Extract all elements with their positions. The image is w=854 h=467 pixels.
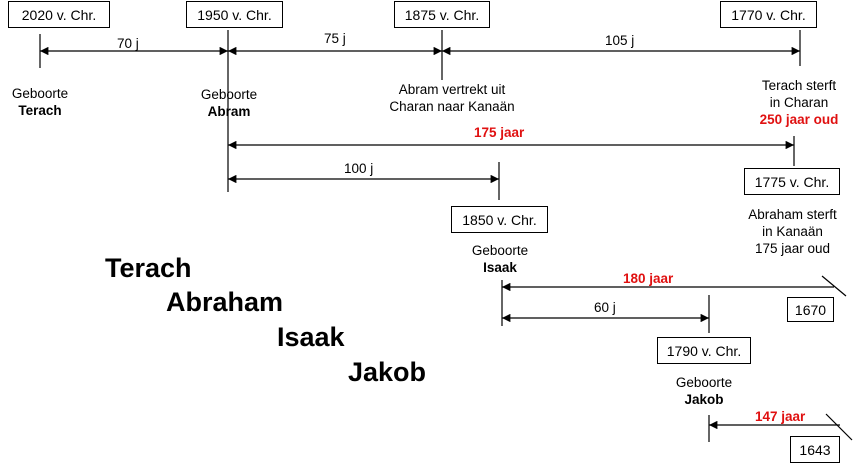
date-box-jakob-birth: 1790 v. Chr.: [657, 337, 751, 364]
name-jakob: Jakob: [348, 357, 427, 387]
event-isaak-birth: Geboorte Isaak: [471, 243, 529, 275]
duration-abraham-life: 175 jaar: [474, 125, 525, 140]
date-box-isaak-birth: 1850 v. Chr.: [451, 206, 548, 233]
date-box-abraham-death: 1775 v. Chr.: [744, 168, 840, 195]
end-mark-jakob: [825, 413, 853, 441]
date-box-terach-death: 1770 v. Chr.: [720, 1, 817, 28]
event-abraham-death: Abraham sterft in Kanaän 175 jaar oud: [748, 207, 837, 256]
duration-105: 105 j: [605, 33, 635, 48]
duration-jakob-life: 147 jaar: [755, 409, 806, 424]
event-terach-birth: Geboorte Terach: [11, 86, 69, 118]
event-abram-leaves: Abram vertrekt uit Charan naar Kanaän: [389, 82, 515, 114]
duration-75: 75 j: [324, 31, 346, 46]
event-terach-death: Terach sterft in Charan 250 jaar oud: [759, 78, 839, 127]
date-box-jakob-death: 1643: [790, 436, 840, 463]
date-box-isaak-death: 1670: [787, 297, 834, 322]
duration-100: 100 j: [344, 161, 374, 176]
duration-60: 60 j: [594, 300, 616, 315]
name-abraham: Abraham: [166, 287, 284, 317]
name-isaak: Isaak: [277, 322, 345, 352]
event-abram-birth: Geboorte Abram: [200, 87, 258, 119]
duration-70: 70 j: [117, 36, 139, 51]
date-box-abram-leaves: 1875 v. Chr.: [394, 1, 490, 28]
duration-isaak-life: 180 jaar: [623, 271, 674, 286]
name-terach: Terach: [105, 253, 192, 283]
end-mark-isaak: [821, 275, 847, 297]
event-jakob-birth: Geboorte Jakob: [675, 375, 733, 407]
date-box-abram-birth: 1950 v. Chr.: [186, 1, 283, 28]
date-box-terach-birth: 2020 v. Chr.: [8, 1, 110, 28]
